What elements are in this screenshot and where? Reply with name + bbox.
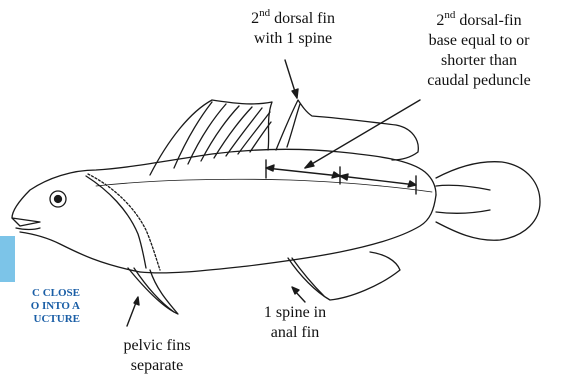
gill-cover: [86, 174, 160, 270]
label-arrows: [127, 60, 420, 326]
dorsal-base-measurement: [266, 160, 416, 194]
label-second-dorsal-fin: 2nd dorsal fin with 1 spine: [218, 9, 368, 49]
side-note-text: C CLOSE O INTO A UCTURE: [0, 287, 80, 326]
label-pelvic-fins: pelvic fins separate: [92, 336, 222, 376]
second-dorsal-fin: [276, 100, 418, 160]
fish-body: [12, 149, 436, 273]
side-note-box: [0, 236, 15, 282]
first-dorsal-fin: [150, 100, 272, 175]
label-second-dorsal-base: 2nd dorsal-fin base equal to or shorter …: [400, 11, 558, 91]
caudal-fin: [436, 162, 540, 241]
label-anal-spine: 1 spine in anal fin: [230, 303, 360, 343]
anal-fin: [288, 252, 400, 300]
pelvic-fins: [128, 268, 178, 314]
eye: [50, 191, 66, 207]
